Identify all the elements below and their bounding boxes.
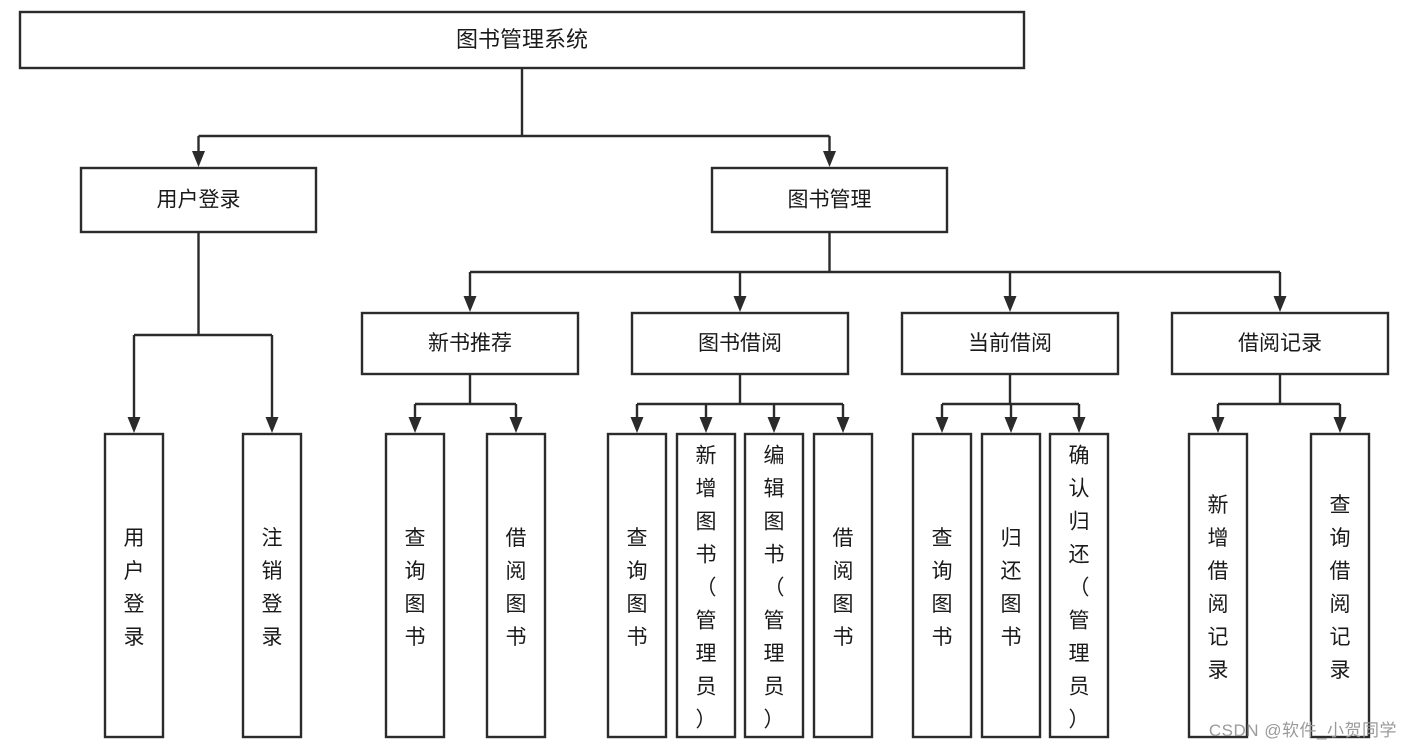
node-label-leaf-bb-add: 新增图书（管理员） (696, 445, 717, 732)
arrow-head-icon (836, 417, 850, 433)
connector-borrow-record (1211, 374, 1347, 433)
node-label-leaf-cb-return: 归还图书 (1001, 527, 1022, 649)
node-leaf-bb-query[interactable]: 查询图书 (606, 432, 668, 739)
node-box-leaf-nbr-borrow[interactable] (485, 432, 547, 739)
node-label-leaf-cb-confirm: 确认归还（管理员） (1069, 445, 1090, 732)
node-box-book-borrow[interactable] (630, 311, 850, 376)
node-label-new-book-rec: 新书推荐 (428, 332, 512, 355)
connector-user-login (127, 232, 279, 433)
arrow-head-icon (1211, 417, 1225, 433)
node-leaf-br-query[interactable]: 查询借阅记录 (1309, 432, 1371, 739)
node-label-book-manage: 图书管理 (788, 189, 872, 212)
node-box-current-borrow[interactable] (900, 311, 1120, 376)
node-label-leaf-nbr-borrow: 借阅图书 (506, 527, 527, 649)
node-box-leaf-user-login[interactable] (103, 432, 165, 739)
connector-book-borrow (630, 374, 850, 433)
node-label-leaf-user-logout: 注销登录 (262, 527, 283, 649)
node-layer: 图书管理系统用户登录图书管理新书推荐图书借阅当前借阅借阅记录用户登录注销登录查询… (18, 10, 1390, 739)
node-leaf-nbr-borrow[interactable]: 借阅图书 (485, 432, 547, 739)
node-label-leaf-br-query: 查询借阅记录 (1330, 494, 1351, 682)
node-leaf-bb-add[interactable]: 新增图书（管理员） (675, 432, 737, 739)
arrow-head-icon (630, 417, 644, 433)
connector-new-book-rec (408, 374, 523, 433)
node-label-leaf-bb-borrow: 借阅图书 (833, 527, 854, 649)
node-leaf-cb-query[interactable]: 查询图书 (911, 432, 973, 739)
arrow-head-icon (192, 151, 205, 167)
arrow-head-icon (823, 151, 836, 167)
node-leaf-user-logout[interactable]: 注销登录 (241, 432, 303, 739)
node-label-leaf-user-login: 用户登录 (124, 527, 145, 649)
arrow-head-icon (1333, 417, 1347, 433)
node-current-borrow[interactable]: 当前借阅 (900, 311, 1120, 376)
arrow-head-icon (1003, 296, 1017, 312)
node-box-leaf-user-logout[interactable] (241, 432, 303, 739)
node-root[interactable]: 图书管理系统 (18, 10, 1026, 70)
node-leaf-user-login[interactable]: 用户登录 (103, 432, 165, 739)
node-label-leaf-nbr-query: 查询图书 (405, 527, 426, 649)
node-user-login[interactable]: 用户登录 (79, 166, 318, 234)
connector-layer (127, 68, 1347, 433)
arrow-head-icon (699, 417, 713, 433)
node-book-manage[interactable]: 图书管理 (710, 166, 949, 234)
node-leaf-br-add[interactable]: 新增借阅记录 (1187, 432, 1249, 739)
node-leaf-cb-confirm[interactable]: 确认归还（管理员） (1048, 432, 1110, 739)
node-leaf-bb-edit[interactable]: 编辑图书（管理员） (743, 432, 805, 739)
node-label-borrow-record: 借阅记录 (1238, 332, 1322, 355)
node-box-leaf-cb-confirm[interactable] (1048, 432, 1110, 739)
node-leaf-nbr-query[interactable]: 查询图书 (384, 432, 446, 739)
node-box-leaf-bb-borrow[interactable] (812, 432, 874, 739)
node-box-leaf-br-add[interactable] (1187, 432, 1249, 739)
arrow-head-icon (1004, 417, 1018, 433)
node-box-leaf-bb-query[interactable] (606, 432, 668, 739)
node-box-leaf-cb-return[interactable] (980, 432, 1042, 739)
node-label-leaf-bb-edit: 编辑图书（管理员） (764, 445, 785, 732)
arrow-head-icon (509, 417, 523, 433)
arrow-head-icon (767, 417, 781, 433)
arrow-head-icon (127, 417, 141, 433)
arrow-head-icon (733, 296, 747, 312)
node-label-leaf-bb-query: 查询图书 (627, 527, 648, 649)
node-box-leaf-bb-edit[interactable] (743, 432, 805, 739)
arrow-head-icon (1273, 296, 1287, 312)
connector-book-manage (463, 232, 1287, 312)
node-box-leaf-br-query[interactable] (1309, 432, 1371, 739)
node-new-book-rec[interactable]: 新书推荐 (360, 311, 580, 376)
arrow-head-icon (463, 296, 477, 312)
node-label-user-login: 用户登录 (157, 189, 241, 212)
node-box-book-manage[interactable] (710, 166, 949, 234)
node-box-new-book-rec[interactable] (360, 311, 580, 376)
arrow-head-icon (408, 417, 422, 433)
connector-current-borrow (935, 374, 1086, 433)
node-box-leaf-bb-add[interactable] (675, 432, 737, 739)
arrow-head-icon (265, 417, 279, 433)
node-borrow-record[interactable]: 借阅记录 (1170, 311, 1390, 376)
node-label-leaf-cb-query: 查询图书 (932, 527, 953, 649)
node-box-root[interactable] (18, 10, 1026, 70)
node-label-book-borrow: 图书借阅 (698, 332, 782, 355)
node-leaf-cb-return[interactable]: 归还图书 (980, 432, 1042, 739)
node-book-borrow[interactable]: 图书借阅 (630, 311, 850, 376)
node-box-user-login[interactable] (79, 166, 318, 234)
node-label-current-borrow: 当前借阅 (968, 332, 1052, 355)
node-label-leaf-br-add: 新增借阅记录 (1208, 494, 1229, 682)
node-label-root: 图书管理系统 (456, 27, 588, 52)
node-box-borrow-record[interactable] (1170, 311, 1390, 376)
arrow-head-icon (1072, 417, 1086, 433)
node-leaf-bb-borrow[interactable]: 借阅图书 (812, 432, 874, 739)
node-box-leaf-cb-query[interactable] (911, 432, 973, 739)
connector-root (192, 68, 836, 167)
node-box-leaf-nbr-query[interactable] (384, 432, 446, 739)
arrow-head-icon (935, 417, 949, 433)
